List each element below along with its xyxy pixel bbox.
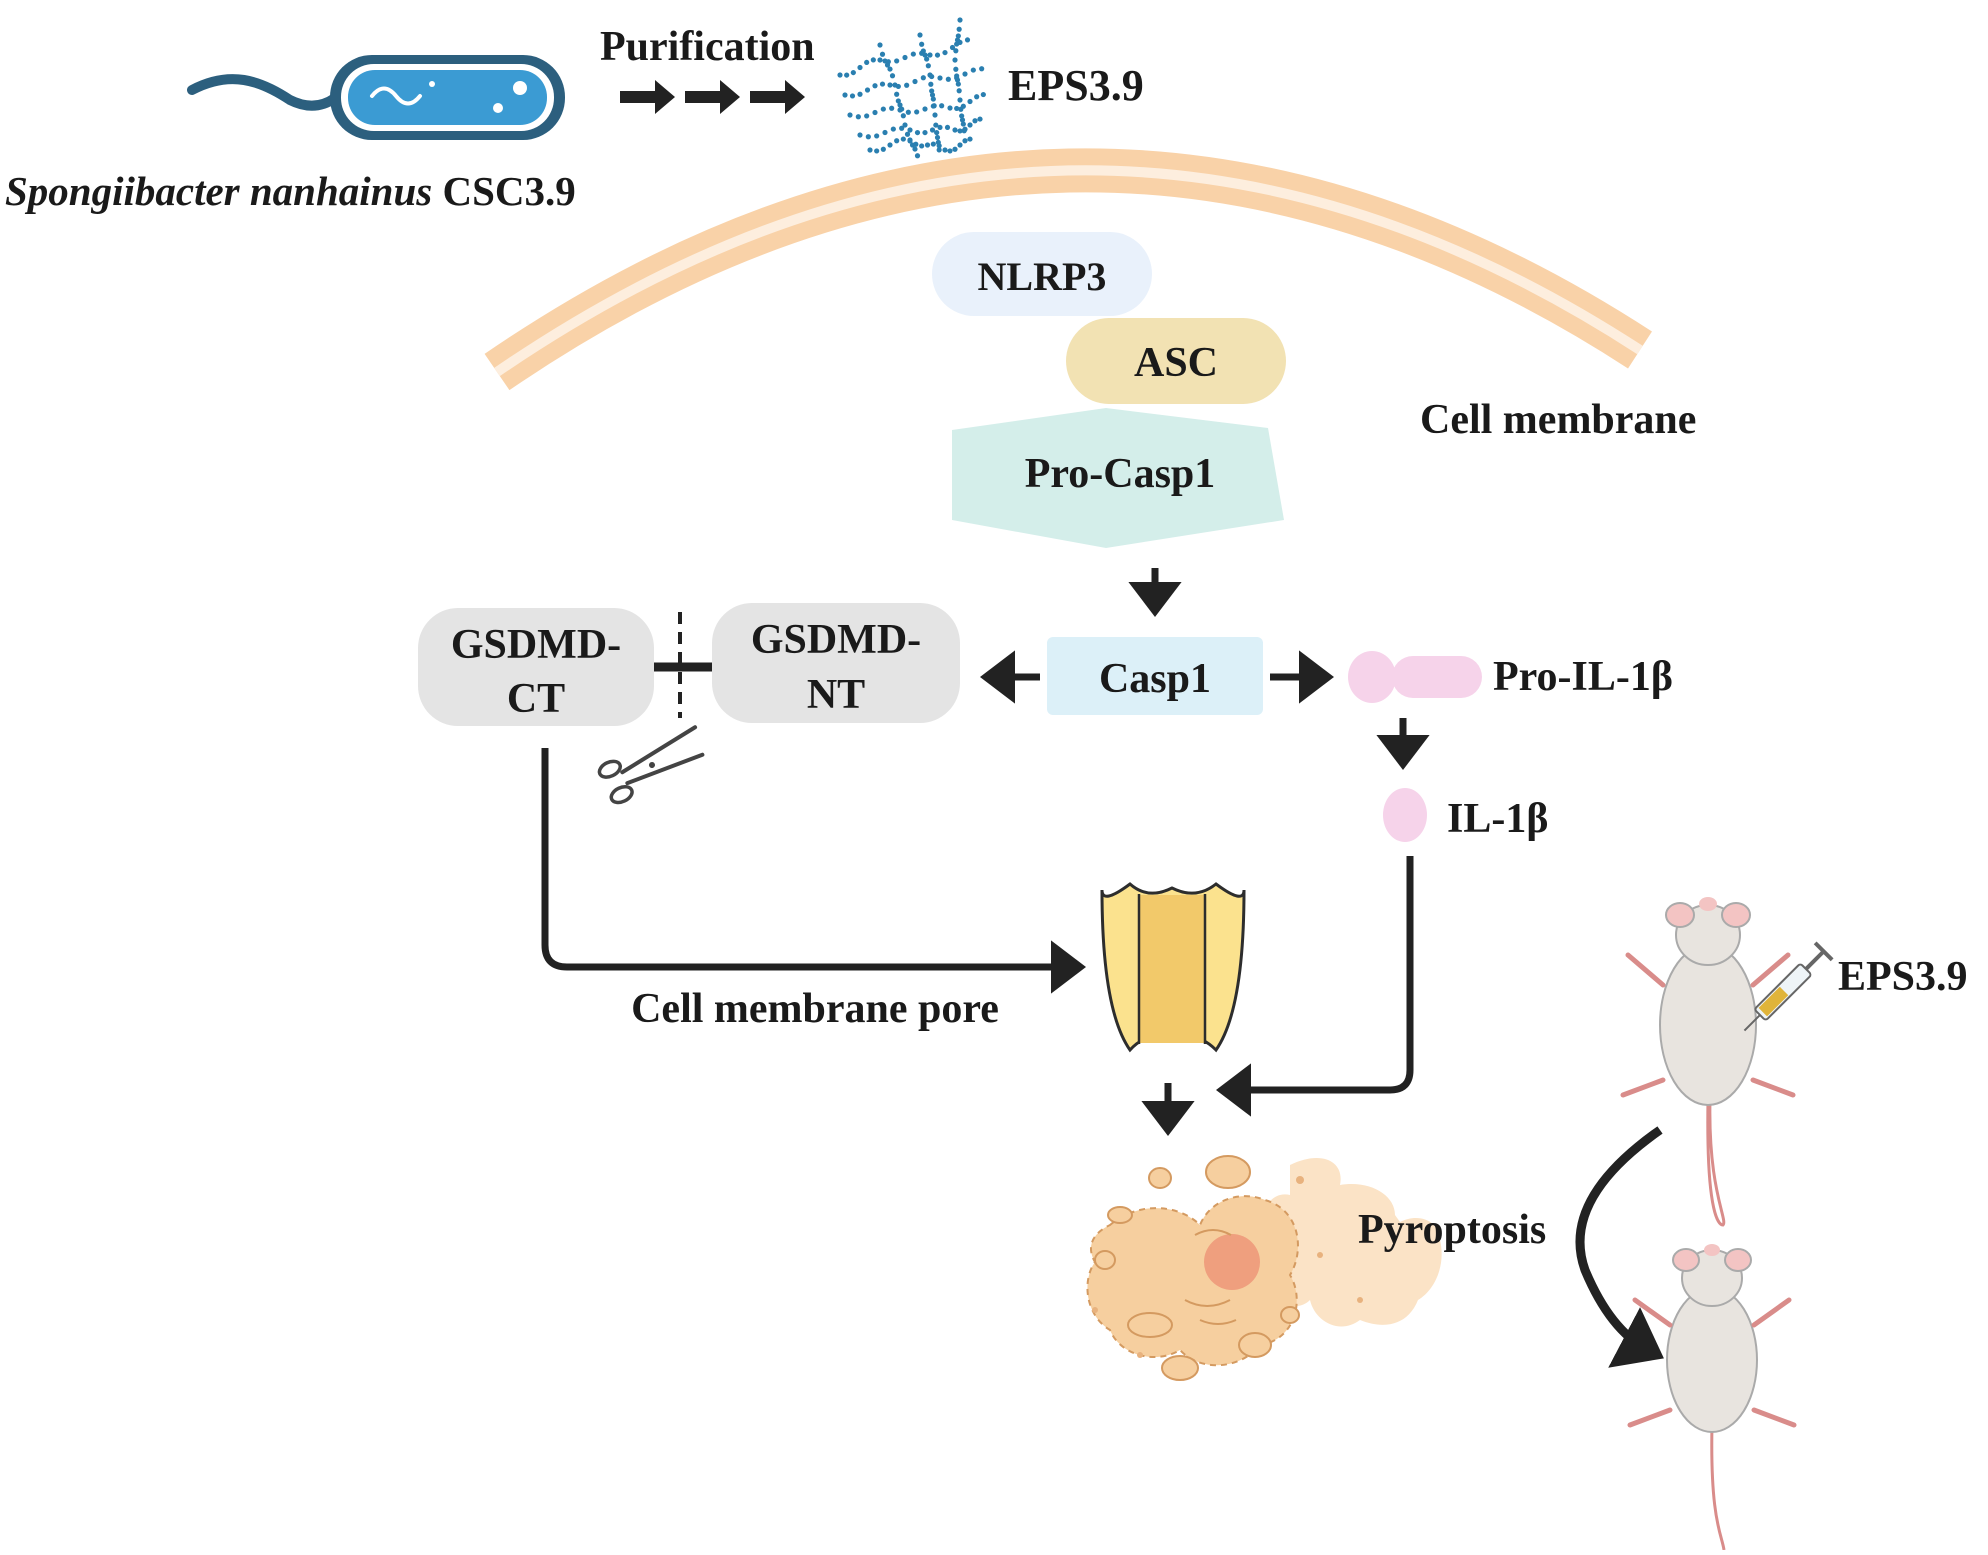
pyroptotic-cell-icon bbox=[1086, 1155, 1442, 1381]
pro-il1b-icon bbox=[1348, 651, 1482, 703]
scissors-icon bbox=[597, 725, 705, 805]
arrow-mouse-outcome bbox=[1575, 1126, 1664, 1368]
eps-label: EPS3.9 bbox=[1008, 61, 1144, 110]
mouse-icon bbox=[1620, 897, 1796, 1227]
gsdmd-ct-node: GSDMD- CT bbox=[418, 608, 654, 726]
svg-text:Pro-Casp1: Pro-Casp1 bbox=[1025, 451, 1216, 497]
arrow-il1b-to-pyroptosis bbox=[1216, 856, 1414, 1117]
asc-node: ASC bbox=[1066, 318, 1286, 404]
gsdmd-nt-node: GSDMD- NT bbox=[712, 603, 960, 723]
svg-text:NT: NT bbox=[807, 672, 865, 718]
pro-il1b-label: Pro-IL-1β bbox=[1493, 654, 1673, 700]
pore-label: Cell membrane pore bbox=[631, 986, 999, 1032]
cell-membrane-label: Cell membrane bbox=[1420, 397, 1696, 443]
polysaccharide-network-icon bbox=[837, 17, 986, 159]
svg-text:ASC: ASC bbox=[1134, 340, 1218, 386]
pyroptosis-label: Pyroptosis bbox=[1358, 1207, 1546, 1253]
purification-label: Purification bbox=[600, 24, 815, 70]
il1b-icon bbox=[1383, 788, 1427, 842]
bacterium-label: Spongiibacter nanhainus CSC3.9 bbox=[5, 168, 576, 214]
svg-text:CT: CT bbox=[507, 676, 565, 722]
casp1-node: Casp1 bbox=[1047, 637, 1263, 715]
il1b-label: IL-1β bbox=[1447, 796, 1548, 842]
svg-text:GSDMD-: GSDMD- bbox=[451, 622, 621, 668]
cell-membrane bbox=[484, 148, 1652, 391]
cleavage-site bbox=[654, 612, 712, 718]
membrane-pore-icon bbox=[1100, 882, 1246, 1053]
arrow-gsdmd-to-pore bbox=[541, 748, 1086, 994]
svg-text:Casp1: Casp1 bbox=[1099, 656, 1211, 702]
svg-text:NLRP3: NLRP3 bbox=[978, 254, 1107, 299]
nlrp3-node: NLRP3 bbox=[932, 232, 1152, 316]
syringe-icon bbox=[1743, 941, 1834, 1032]
mouse-icon bbox=[1627, 1244, 1797, 1551]
svg-text:GSDMD-: GSDMD- bbox=[751, 617, 921, 663]
purification-arrows bbox=[620, 80, 805, 114]
pro-casp1-node: Pro-Casp1 bbox=[952, 408, 1284, 548]
bacterium-icon bbox=[187, 55, 565, 140]
injection-label: EPS3.9 bbox=[1838, 954, 1968, 1000]
